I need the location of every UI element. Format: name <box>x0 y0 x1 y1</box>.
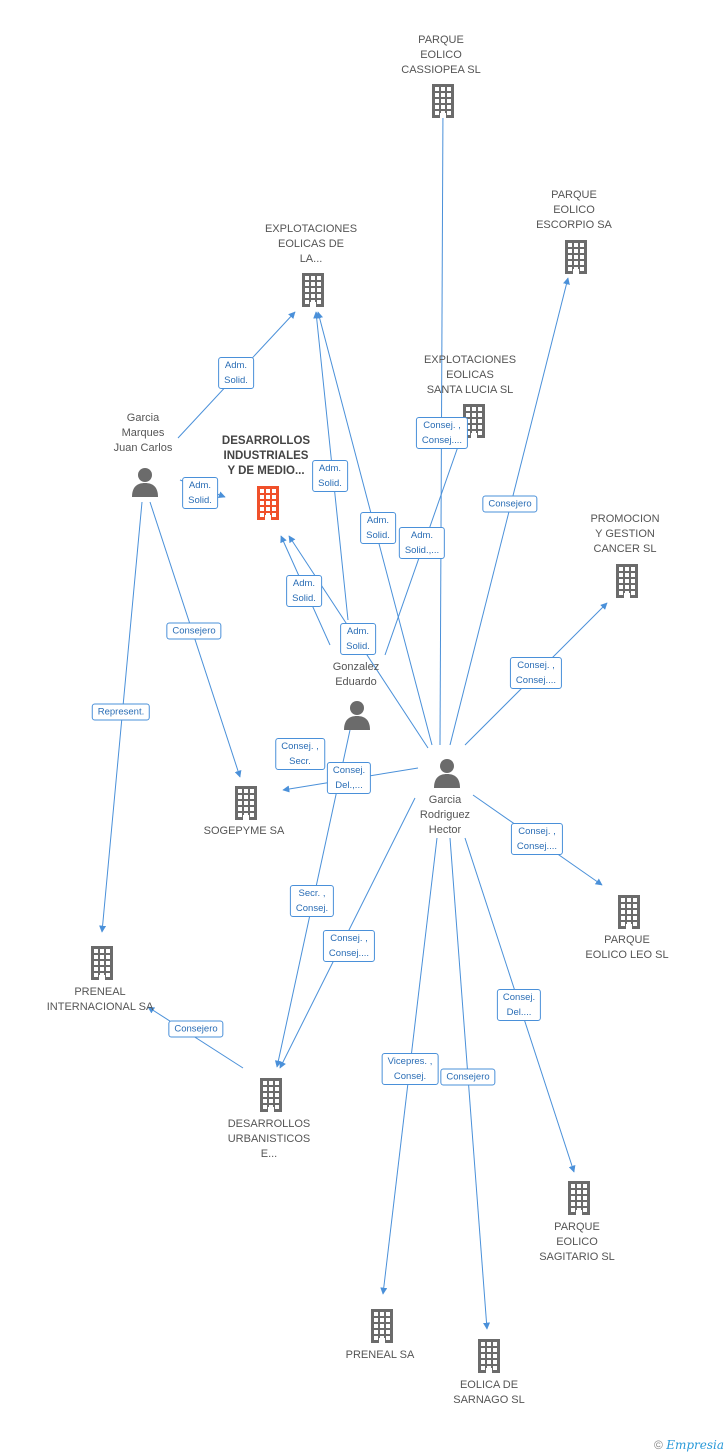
edge-label[interactable]: Consej. , Consej.... <box>510 823 564 855</box>
building-icon[interactable] <box>430 84 456 123</box>
relationship-edge <box>147 1006 244 1069</box>
node-label-promocion: PROMOCION Y GESTION CANCER SL <box>590 513 660 555</box>
relationship-edge <box>149 501 242 778</box>
person-icon[interactable] <box>433 758 461 793</box>
edge-label[interactable]: Adm. Solid. <box>360 512 396 544</box>
edge-label[interactable]: Consej. Del.,... <box>326 762 372 794</box>
node-label-preneal-internacional: PRENEAL INTERNACIONAL SA <box>46 986 154 1013</box>
person-icon[interactable] <box>343 700 371 735</box>
edge-label[interactable]: Adm. Solid. <box>182 477 218 509</box>
edge-label[interactable]: Consej. , Consej.... <box>322 930 376 962</box>
building-icon[interactable] <box>258 1078 284 1117</box>
edge-label[interactable]: Consejero <box>168 1020 224 1038</box>
building-icon[interactable] <box>476 1339 502 1378</box>
copyright-symbol: © <box>654 1438 663 1452</box>
node-label-sagitario: PARQUE EOLICO SAGITARIO SL <box>539 1221 615 1263</box>
node-label-desarrollos-urbanisticos: DESARROLLOS URBANISTICOS E... <box>227 1118 311 1160</box>
node-label-gonzalez: Gonzalez Eduardo <box>332 661 380 688</box>
building-icon[interactable] <box>89 946 115 985</box>
node-label-garcia-marques: Garcia Marques Juan Carlos <box>113 412 173 454</box>
edge-label[interactable]: Consej. , Secr. <box>275 738 325 770</box>
node-label-explotaciones-la: EXPLOTACIONES EOLICAS DE LA... <box>264 223 358 265</box>
node-label-preneal: PRENEAL SA <box>345 1349 415 1361</box>
edge-label[interactable]: Adm. Solid.,... <box>398 527 446 559</box>
node-label-cassiopea: PARQUE EOLICO CASSIOPEA SL <box>401 34 481 76</box>
edge-label[interactable]: Adm. Solid. <box>340 623 376 655</box>
edge-label[interactable]: Adm. Solid. <box>312 460 348 492</box>
building-icon[interactable] <box>300 273 326 312</box>
node-label-escorpio: PARQUE EOLICO ESCORPIO SA <box>536 189 612 231</box>
edge-label[interactable]: Consejero <box>166 622 222 640</box>
person-icon[interactable] <box>131 467 159 502</box>
building-icon[interactable] <box>563 240 589 279</box>
brand-logo-text: Empresia <box>666 1438 724 1452</box>
building-icon[interactable] <box>369 1309 395 1348</box>
node-label-focus-company: DESARROLLOS INDUSTRIALES Y DE MEDIO... <box>221 435 311 477</box>
edge-label[interactable]: Consejero <box>482 495 538 513</box>
node-label-santa-lucia: EXPLOTACIONES EOLICAS SANTA LUCIA SL <box>423 354 517 396</box>
edge-label[interactable]: Adm. Solid. <box>218 357 254 389</box>
edge-label[interactable]: Represent. <box>91 703 151 721</box>
footer-brand: © Empresia <box>654 1438 724 1452</box>
edge-label[interactable]: Secr. , Consej. <box>289 885 335 917</box>
building-icon[interactable] <box>233 786 259 825</box>
edge-label[interactable]: Vicepres. , Consej. <box>381 1053 439 1085</box>
building-icon[interactable] <box>566 1181 592 1220</box>
node-label-leo: PARQUE EOLICO LEO SL <box>585 934 669 961</box>
node-label-sogepyme: SOGEPYME SA <box>203 825 285 837</box>
focus-building-icon[interactable] <box>255 486 281 525</box>
node-label-sarnago: EOLICA DE SARNAGO SL <box>453 1379 525 1406</box>
edge-label[interactable]: Adm. Solid. <box>286 575 322 607</box>
edge-label[interactable]: Consejero <box>440 1068 496 1086</box>
edge-label[interactable]: Consej. , Consej.... <box>415 417 469 449</box>
edge-label[interactable]: Consej. , Consej.... <box>509 657 563 689</box>
node-label-garcia-rodriguez: Garcia Rodriguez Hector <box>419 794 471 836</box>
building-icon[interactable] <box>614 564 640 603</box>
building-icon[interactable] <box>461 404 487 443</box>
building-icon[interactable] <box>616 895 642 934</box>
edge-label[interactable]: Consej. Del.... <box>496 989 542 1021</box>
